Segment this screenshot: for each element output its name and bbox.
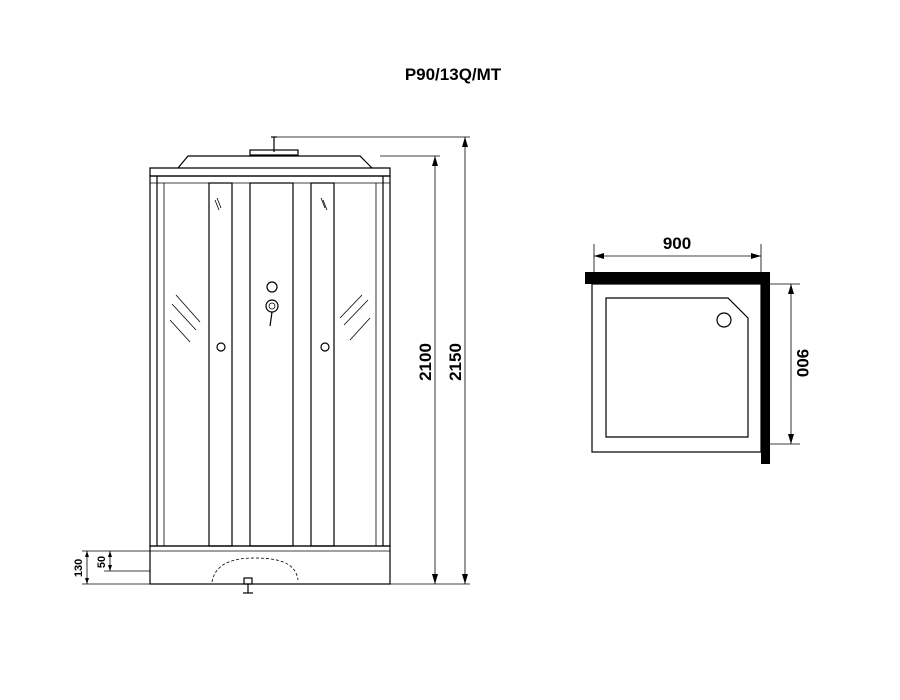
cabin-frame	[149, 175, 391, 547]
model-title: P90/13Q/MT	[405, 65, 502, 84]
step-height-label: 50	[96, 556, 108, 568]
control-knob-top	[266, 281, 278, 293]
shower-head	[249, 136, 299, 156]
tray-outline	[591, 283, 762, 453]
width-900-label: 900	[663, 234, 691, 253]
depth-dimension-900: 900	[770, 283, 812, 445]
left-glass-panel	[163, 183, 210, 546]
tray-height-dimension: 130	[73, 550, 150, 585]
height-2100-label: 2100	[416, 343, 435, 381]
width-dimension-900: 900	[593, 234, 762, 272]
left-door-knob	[216, 342, 226, 352]
depth-900-label: 900	[793, 349, 812, 377]
shower-tray	[149, 545, 391, 594]
plan-view: 900 900	[585, 234, 812, 464]
right-glass-panel	[333, 183, 377, 546]
roof-dome	[149, 155, 391, 177]
drain-icon	[716, 312, 732, 328]
height-2150-label: 2150	[446, 343, 465, 381]
center-panel	[231, 182, 312, 547]
tray-inner-outline	[605, 297, 749, 438]
step-height-dimension: 50	[96, 551, 150, 572]
front-view: 2100 2150 130 50	[73, 136, 470, 594]
right-sliding-door	[310, 182, 335, 547]
tray-height-label: 130	[73, 559, 85, 577]
mixer-knob	[265, 299, 279, 313]
right-door-knob	[320, 342, 330, 352]
side-wall	[761, 272, 770, 464]
height-dimension-2150: 2150	[274, 136, 470, 585]
back-wall	[585, 272, 770, 284]
left-sliding-door	[208, 182, 233, 547]
height-dimension-2100: 2100	[380, 155, 440, 585]
